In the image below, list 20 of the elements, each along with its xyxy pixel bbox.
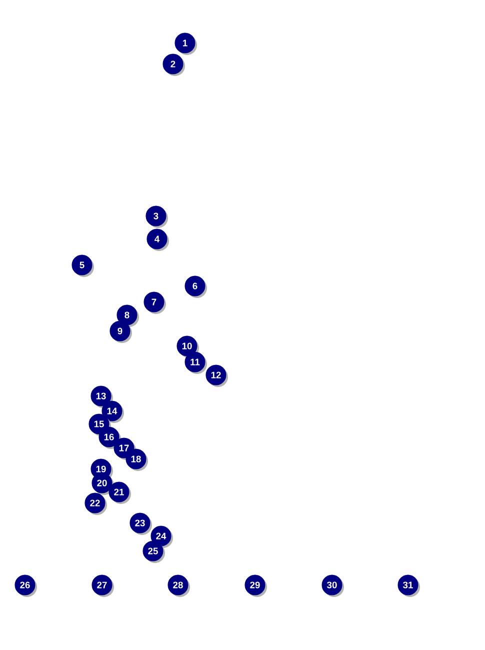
callout-number: 5 xyxy=(72,254,94,277)
callout-number: 27 xyxy=(92,574,114,597)
callout-number: 26 xyxy=(14,574,37,597)
callout-number: 30 xyxy=(322,574,344,597)
callout-number: 29 xyxy=(244,574,267,597)
callout-number: 1 xyxy=(174,32,197,55)
callout-number: 9 xyxy=(110,320,132,343)
callout-number: 6 xyxy=(184,276,207,298)
callout-number: 4 xyxy=(146,228,169,251)
callout-number: 12 xyxy=(206,364,228,387)
callout-number: 7 xyxy=(144,292,166,314)
callout-number: 28 xyxy=(168,574,190,597)
callout-number: 3 xyxy=(146,206,168,228)
callout-number: 31 xyxy=(398,574,420,597)
callout-number: 22 xyxy=(84,492,107,515)
callout-number: 25 xyxy=(142,540,165,563)
callout-number: 11 xyxy=(184,352,207,374)
callout-number: 23 xyxy=(130,512,152,535)
callout-number: 21 xyxy=(108,482,131,504)
callout-number: 2 xyxy=(162,54,185,76)
